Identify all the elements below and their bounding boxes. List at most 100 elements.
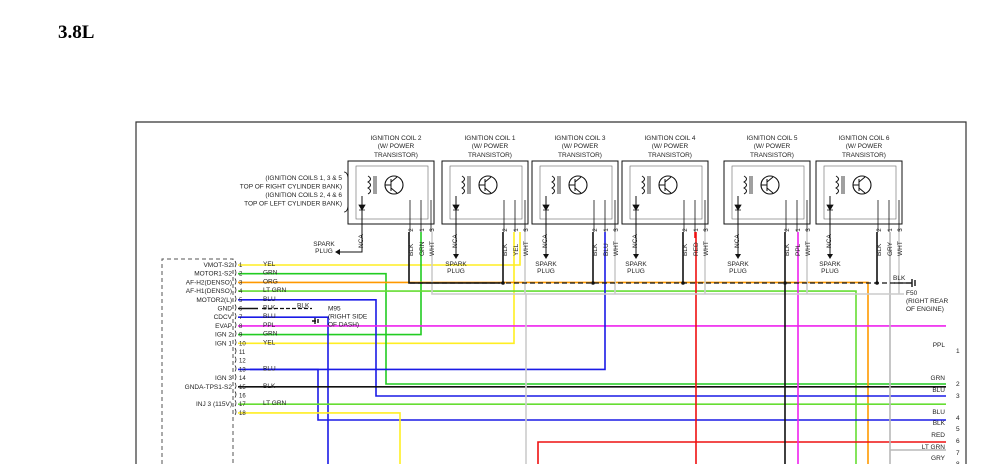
spark-plug-arrow — [633, 254, 639, 259]
bank-note: (IGNITION COILS 1, 3 & 5 — [265, 175, 342, 182]
coil-wire-label: RED — [693, 242, 700, 256]
coil-subtitle: TRANSISTOR) — [558, 152, 602, 159]
spark-plug-label: SPARK — [819, 261, 841, 268]
connector-bracket — [234, 278, 237, 285]
spark-plug-arrow — [453, 254, 459, 259]
connector-bracket — [234, 295, 237, 302]
connector-bracket — [234, 339, 237, 346]
pin-number: 2 — [503, 228, 509, 232]
ecm-wire-label: BLK — [263, 305, 276, 312]
spark-plug-label: PLUG — [627, 268, 645, 275]
coil-wire-label: WHT — [429, 241, 436, 256]
pin-number: 2 — [409, 228, 415, 232]
ecm-pin-label: CDCV — [214, 314, 233, 321]
coil-inner — [539, 165, 613, 220]
ecm-pin-label: IGN 2 — [215, 332, 232, 339]
ecm-pin-number: 4 — [239, 289, 243, 295]
coil-subtitle: TRANSISTOR) — [468, 152, 512, 159]
ecm-pin-label: INJ 3 (115V) — [196, 401, 232, 408]
connector-bracket — [234, 260, 237, 268]
ecm-pin-label: EVAP — [215, 323, 232, 330]
spark-plug-label: SPARK — [313, 241, 335, 248]
coil-wire-label: BLK — [682, 243, 689, 256]
coil-wire-label: YEL — [513, 243, 520, 256]
wire-red-out6 — [537, 441, 946, 464]
pin-number: 2 — [785, 228, 791, 232]
wire-grn-ign2 — [238, 232, 422, 336]
ecm-connector-outline — [161, 258, 234, 464]
coil-subtitle: TRANSISTOR) — [648, 152, 692, 159]
ecm-pin-number: 7 — [239, 315, 243, 321]
wire-yel-coil1 — [238, 232, 521, 266]
coil-subtitle: (W/ POWER — [652, 143, 689, 150]
coil-title-1: IGNITION COIL 2 — [370, 135, 421, 142]
coil-inner — [823, 165, 897, 220]
coil-winding — [641, 175, 645, 195]
coil-title-2: IGNITION COIL 1 — [464, 135, 515, 142]
coil-core — [557, 176, 561, 194]
pin-number: 2 — [877, 228, 883, 232]
spark-plug-label: PLUG — [315, 248, 333, 255]
spark-plug-label: PLUG — [821, 268, 839, 275]
spark-plug-label: SPARK — [445, 261, 467, 268]
ecm-wire-label: BLU — [263, 365, 276, 372]
right-pin-number: 4 — [956, 415, 960, 422]
spark-plug-arrow — [735, 254, 741, 259]
coil-wire-label: GRN — [419, 241, 426, 256]
coil-wire-label: BLK — [784, 243, 791, 256]
ecm-wire-label: BLU — [263, 296, 276, 303]
right-wire-label: GRY — [931, 455, 946, 462]
ecm-pin-number: 5 — [239, 298, 243, 304]
connector-bracket — [234, 373, 237, 381]
spark-plug-arrow — [827, 254, 833, 259]
page-title: 3.8L — [58, 22, 95, 43]
coil-wire-label: WHT — [613, 241, 620, 256]
connector-bracket — [234, 304, 237, 311]
wire-ltgrn-pin4 — [238, 290, 857, 464]
ground-wire-label: BLK — [297, 303, 310, 310]
pin-number: 2 — [683, 228, 689, 232]
transistor-leads — [479, 176, 492, 194]
ecm-pin-number: 10 — [239, 341, 246, 347]
coil-subtitle: (W/ POWER — [562, 143, 599, 150]
right-pin-number: 2 — [956, 381, 960, 388]
connector-bracket — [234, 269, 237, 276]
spark-plug-label: PLUG — [537, 268, 555, 275]
right-wire-label: BLK — [933, 420, 946, 427]
ecm-pin-label: MOTOR2(L) — [196, 297, 232, 304]
pin-number: 1 — [420, 228, 426, 232]
ecm-wire-label: BLK — [263, 383, 276, 390]
pin-number: 3 — [524, 228, 530, 232]
coil-inner — [731, 165, 805, 220]
f50-label: OF ENGINE) — [906, 306, 944, 313]
coil-title-5: IGNITION COIL 5 — [746, 135, 797, 142]
connector-bracket — [234, 400, 237, 407]
ecm-wire-label: YEL — [263, 339, 276, 346]
coil-inner — [449, 165, 523, 220]
ecm-wire-label: BLU — [263, 313, 276, 320]
pin-number: 1 — [604, 228, 610, 232]
ecm-wire-label: PPL — [263, 322, 276, 329]
m95-ground-symbol — [312, 318, 319, 324]
coil-wire-label: WHT — [523, 241, 530, 256]
coil-subtitle: TRANSISTOR) — [750, 152, 794, 159]
coil-box-2 — [441, 160, 529, 225]
coil-winding — [743, 175, 747, 195]
transistor-leads — [761, 176, 774, 194]
coil-subtitle: (W/ POWER — [378, 143, 415, 150]
coil-box-5 — [723, 160, 811, 225]
connector-bracket — [234, 391, 237, 398]
pin-number: 3 — [430, 228, 436, 232]
pin-number: 1 — [796, 228, 802, 232]
ecm-pin-label: AF-H1(DENSO) — [186, 288, 232, 295]
ecm-pin-number: 8 — [239, 324, 243, 330]
pin-number: 1 — [888, 228, 894, 232]
spark-plug-label: SPARK — [535, 261, 557, 268]
coil-title-4: IGNITION COIL 4 — [644, 135, 695, 142]
ecm-pin-number: 14 — [239, 376, 246, 382]
wire-yel-pin18 — [238, 412, 401, 464]
spark-plug-label: SPARK — [625, 261, 647, 268]
coil-subtitle: TRANSISTOR) — [374, 152, 418, 159]
right-pin-number: 7 — [956, 450, 960, 457]
